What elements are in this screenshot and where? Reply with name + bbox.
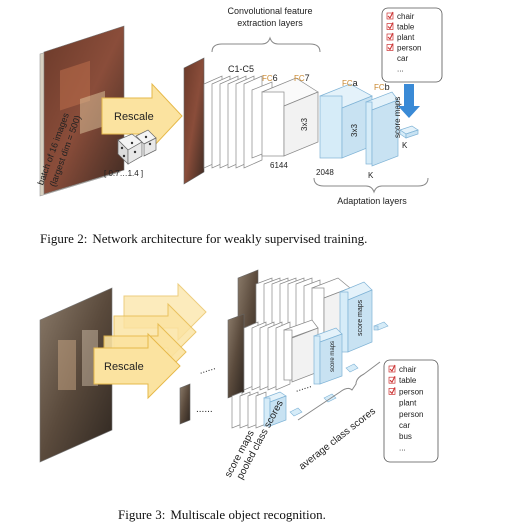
ellipsis-middle-left: ...... [198, 361, 217, 377]
kernel-3x3-a: 3x3 [300, 118, 309, 131]
adaptation-label: Adaptation layers [337, 196, 407, 206]
fig3-class-item-7: ... [399, 443, 406, 452]
ellipsis-middle-right: ...... [294, 379, 313, 395]
dim-k1: K [368, 171, 374, 180]
rescale-arrows-fig3 [93, 282, 207, 400]
fcb-block [365, 91, 399, 167]
label-fc6: FC6 [262, 73, 278, 83]
fig3-class-checkbox-1 [388, 376, 396, 384]
fig3-class-item-6: bus [399, 432, 412, 441]
fig2-class-check-icon-0 [387, 11, 394, 19]
score-maps-label: score maps [393, 97, 402, 138]
down-arrow [398, 84, 420, 118]
fig2-class-checkbox-2 [386, 33, 394, 41]
fca-block [319, 83, 373, 159]
fig3-class-check-icon-1 [389, 375, 396, 384]
scale-range-label: [ 0.7…1.4 ] [104, 169, 143, 178]
kernel-3x3-b: 3x3 [350, 124, 359, 137]
label-fc7: FC7 [294, 73, 310, 83]
fig3-class-checkbox-2 [388, 388, 396, 395]
fig2-class-check-icon-1 [387, 22, 394, 30]
dim-k2: K [402, 141, 408, 150]
scale-row-bottom [179, 383, 337, 429]
fig3-class-item-1: table [399, 376, 417, 385]
ellipsis-bottom-left: ...... [196, 404, 213, 415]
label-c1-c5: C1-C5 [228, 64, 254, 74]
fig2-class-check-icon-3 [387, 43, 394, 51]
fig3-class-item-3: plant [399, 399, 417, 408]
figure3-caption: Figure 3:Multiscale object recognition. [118, 507, 326, 522]
class-list-box-fig3 [383, 359, 439, 463]
conv-group-label-line1: Convolutional feature [227, 6, 312, 16]
score-maps-label-top: score maps [357, 299, 364, 336]
adaptation-bracket [313, 177, 429, 194]
figure-2: batch of 16 images (largest dim = 500) R… [35, 6, 443, 246]
fig2-class-check-icon-2 [387, 32, 394, 40]
rescale-label-fig3: Rescale [104, 361, 144, 373]
rescale-arrow [101, 82, 183, 150]
fig3-class-check-icon-0 [389, 364, 396, 372]
fig3-class-item-4: person [399, 410, 423, 419]
rot-label-average-class-scores: average class scores [297, 406, 378, 473]
fig2-class-item-0: chair [397, 12, 415, 21]
fig2-class-checkbox-0 [386, 12, 394, 20]
dim-2048: 2048 [316, 168, 334, 177]
score-maps-label-middle: score maps [330, 341, 336, 372]
figure-3: Rescale score maps [39, 269, 439, 522]
fig2-class-item-3: person [397, 44, 421, 53]
fig3-class-item-5: car [399, 421, 410, 430]
dice-icon [117, 129, 157, 165]
scale-row-middle: score maps [227, 313, 359, 399]
label-fcb: FCb [374, 82, 390, 92]
output-vector [399, 125, 419, 139]
fig2-class-checkbox-3 [386, 44, 394, 51]
dim-6144: 6144 [270, 161, 288, 170]
fig2-class-item-5: ... [397, 65, 404, 74]
fig2-class-checkbox-1 [386, 23, 394, 30]
class-list-box-fig2 [381, 7, 443, 83]
label-fca: FCa [342, 78, 358, 88]
rescaled-image [183, 57, 205, 185]
rescale-label: Rescale [114, 111, 154, 123]
conv-group-bracket [211, 36, 321, 53]
fig3-class-item-0: chair [399, 365, 417, 374]
fig2-class-item-1: table [397, 23, 415, 32]
fig3-class-item-2: person [399, 387, 423, 396]
input-image-stack [39, 25, 125, 197]
average-bracket [297, 361, 381, 421]
fig3-class-check-icon-2 [389, 387, 396, 395]
class-list-fig3: chair table person plant person car bus... [388, 364, 423, 452]
fc7-block [261, 77, 319, 157]
fig2-class-item-2: plant [397, 33, 415, 42]
fig2-class-item-4: car [397, 54, 408, 63]
conv-group-label-line2: extraction layers [237, 18, 303, 28]
figure2-caption: Figure 2:Network architecture for weakly… [40, 231, 367, 246]
fig3-class-checkbox-0 [388, 365, 396, 373]
